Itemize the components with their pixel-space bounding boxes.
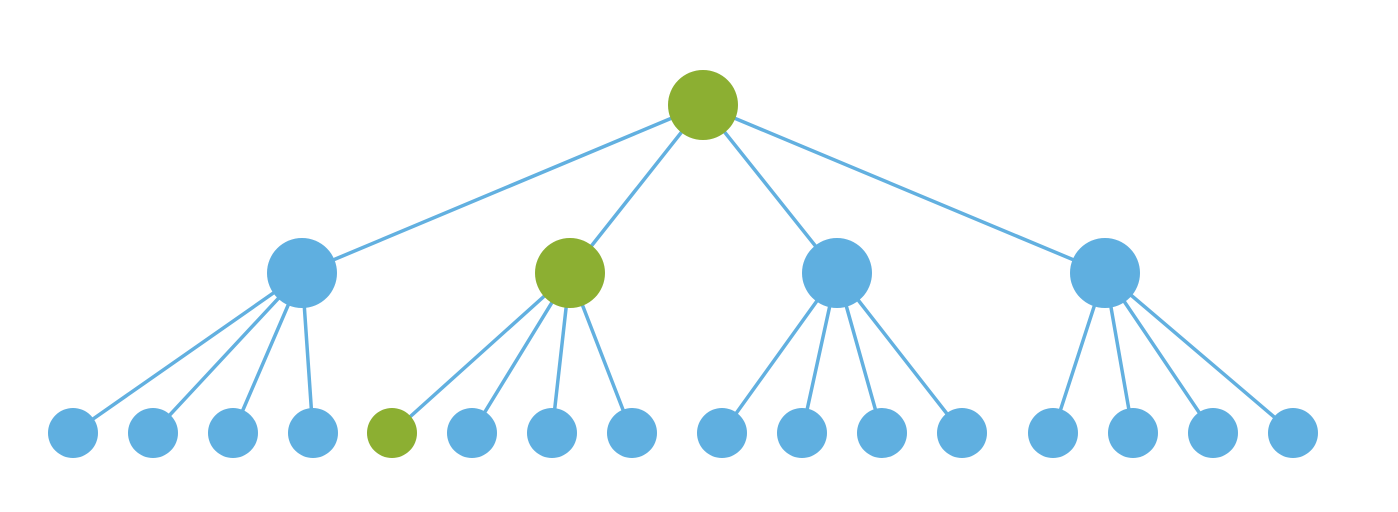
tree-edge-n1-to-n1-1 bbox=[71, 271, 304, 435]
tree-node-n2-2 bbox=[447, 408, 497, 458]
tree-edge-root-to-n4 bbox=[701, 103, 1107, 275]
tree-node-n3-2 bbox=[777, 408, 827, 458]
tree-edge-root-to-n1 bbox=[300, 103, 705, 275]
tree-node-n3-3 bbox=[857, 408, 907, 458]
tree-node-root-highlighted bbox=[668, 70, 738, 140]
tree-node-n4 bbox=[1070, 238, 1140, 308]
tree-node-n2-3 bbox=[527, 408, 577, 458]
tree-node-n3-4 bbox=[937, 408, 987, 458]
tree-edge-root-to-n3 bbox=[701, 103, 839, 275]
tree-node-n2-highlighted bbox=[535, 238, 605, 308]
tree-node-n4-1 bbox=[1028, 408, 1078, 458]
tree-node-n4-2 bbox=[1108, 408, 1158, 458]
tree-node-n1-3 bbox=[208, 408, 258, 458]
tree-node-n1 bbox=[267, 238, 337, 308]
tree-node-n2-1-highlighted bbox=[367, 408, 417, 458]
tree-node-n2-4 bbox=[607, 408, 657, 458]
tree-node-n4-3 bbox=[1188, 408, 1238, 458]
tree-node-n4-4 bbox=[1268, 408, 1318, 458]
tree-nodes bbox=[48, 70, 1318, 458]
tree-node-n3-1 bbox=[697, 408, 747, 458]
tree-node-n3 bbox=[802, 238, 872, 308]
tree-node-n1-1 bbox=[48, 408, 98, 458]
tree-node-n1-2 bbox=[128, 408, 178, 458]
tree-edge-n2-to-n2-1 bbox=[390, 271, 572, 435]
tree-edge-n1-to-n1-2 bbox=[151, 271, 304, 435]
tree-edge-n4-to-n4-4 bbox=[1103, 271, 1295, 435]
tree-edge-root-to-n2 bbox=[568, 103, 705, 275]
tree-node-n1-4 bbox=[288, 408, 338, 458]
